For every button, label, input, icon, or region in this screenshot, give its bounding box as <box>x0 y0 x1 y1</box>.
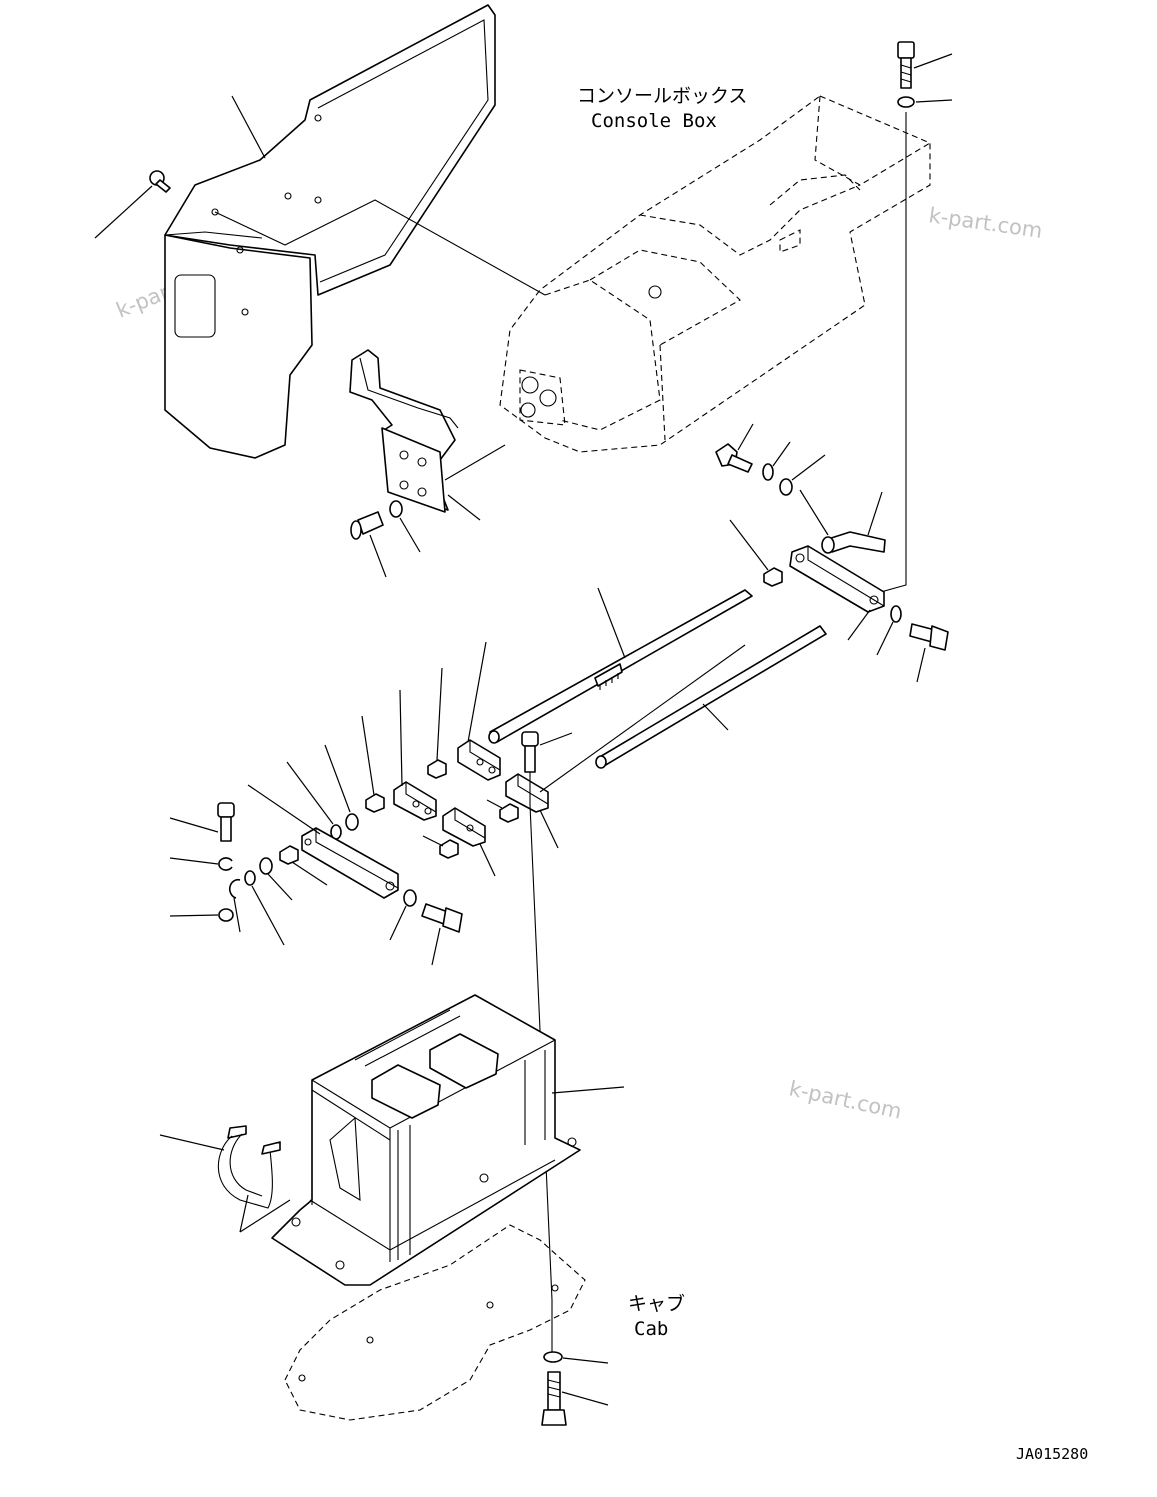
grab-handle <box>349 349 506 513</box>
upper-rod <box>488 589 753 744</box>
bottom-washer <box>543 1351 563 1363</box>
leader-snap-ring-1 <box>169 857 219 865</box>
leader-bottom-bolt <box>561 1391 609 1406</box>
lever-bar-left <box>301 827 399 899</box>
leader-bushing-mid-4 <box>422 835 444 847</box>
leader-hose-clip-split <box>239 1194 291 1233</box>
ring-right-1 <box>762 463 774 481</box>
top-washer <box>897 96 915 108</box>
side-cover-panel <box>164 4 546 459</box>
leader-washer-left-2 <box>251 885 285 946</box>
console-box-label-en: Console Box <box>591 110 717 132</box>
hose-clip <box>217 1125 281 1209</box>
leader-clamp-block-1 <box>467 641 487 743</box>
leader-socket-bolt-left <box>431 927 441 966</box>
socket-bolt-mid <box>521 731 539 773</box>
drawing-number: JA015280 <box>1016 1445 1088 1463</box>
leader-clip <box>94 185 153 239</box>
leader-cover <box>231 95 266 159</box>
leader-clamp-block-2 <box>539 809 559 849</box>
link-bar-right <box>789 545 885 613</box>
leader-bushing-left <box>291 861 328 886</box>
leader-top-bolt <box>913 53 953 69</box>
leader-top-washer <box>915 99 953 103</box>
cab-label-en: Cab <box>634 1318 668 1340</box>
washer-right <box>890 605 902 623</box>
handle-bolt <box>350 511 384 540</box>
leader-socket-bolt-mid <box>539 732 573 746</box>
clamp-block-4 <box>442 807 486 847</box>
leader-hose-clip <box>159 1134 225 1151</box>
leader-bent-pin <box>867 491 883 536</box>
washer-far-left <box>218 908 234 922</box>
leader-handle <box>447 494 481 521</box>
watermark-top-right: k-part.com <box>927 203 1044 243</box>
leader-washer-right <box>876 621 894 656</box>
leader-washer-far-left <box>169 914 219 917</box>
bushing-mid-3 <box>499 803 519 823</box>
leader-bottom-washer <box>562 1357 609 1364</box>
leader-ring-right-1 <box>772 441 791 467</box>
console-stand <box>271 994 581 1286</box>
leader-bushing-right <box>729 519 769 571</box>
bushing-mid-2 <box>365 793 385 813</box>
bushing-left <box>279 845 299 865</box>
console-box <box>499 95 931 453</box>
bottom-bolt <box>541 1371 567 1426</box>
top-bolt <box>897 41 915 89</box>
leader-washer-left-3 <box>389 905 407 941</box>
cab-label-jp: キャブ <box>628 1292 685 1315</box>
socket-bolt-far-left <box>217 802 235 842</box>
leader-link-bar-right <box>847 609 871 641</box>
clamp-block-1 <box>457 739 501 781</box>
leader-snap-ring-2 <box>233 897 241 933</box>
leader-handle-washer <box>399 517 421 553</box>
socket-bolt-right <box>909 623 949 651</box>
washer-left-2 <box>244 870 256 886</box>
leader-bushing-mid-2 <box>361 715 375 796</box>
ring-right-2 <box>779 478 793 496</box>
clip-fastener <box>149 170 171 193</box>
leader-clamp-block-3 <box>399 689 403 787</box>
leader-upper-rod <box>597 587 626 659</box>
leader-washer-left-1 <box>267 873 293 901</box>
washer-left-3 <box>403 889 417 907</box>
leader-lower-rod <box>702 703 729 731</box>
rod-connector-line <box>539 644 746 793</box>
leader-socket-bolt-far-left <box>169 817 219 833</box>
leader-bent-pin-link <box>799 489 829 536</box>
washer-left-1 <box>259 857 273 875</box>
leader-lever-bar-left <box>247 784 321 835</box>
leader-clamp-block-4 <box>479 843 496 877</box>
snap-ring-2 <box>228 878 241 899</box>
cab-floor <box>284 1224 586 1421</box>
bushing-mid-4 <box>439 839 459 859</box>
washer-mid-1 <box>345 813 359 831</box>
clamp-block-2 <box>505 773 549 813</box>
leader-bushing-mid-1 <box>436 667 443 761</box>
leader-hex-bolt-right <box>737 423 754 451</box>
snap-ring-1 <box>218 857 233 871</box>
handle-washer <box>389 500 403 518</box>
hex-bolt-right <box>715 443 753 473</box>
bushing-mid-1 <box>427 759 447 779</box>
chain-line-top <box>869 112 907 596</box>
leader-handle-bolt <box>369 534 387 578</box>
leader-console-stand <box>551 1086 625 1094</box>
lower-rod <box>595 625 827 769</box>
watermark-bottom-right: k-part.com <box>787 1076 904 1123</box>
console-box-label-jp: コンソールボックス <box>577 85 747 107</box>
clamp-block-3 <box>393 781 437 821</box>
bent-pin <box>821 531 886 554</box>
leader-washer-mid-1 <box>324 744 351 813</box>
socket-bolt-left <box>421 903 463 933</box>
leader-ring-right-2 <box>791 454 826 481</box>
leader-bushing-mid-3 <box>486 799 503 809</box>
leader-socket-bolt-right <box>916 647 926 683</box>
leader-ring-mid <box>286 761 334 825</box>
bushing-right <box>763 567 783 587</box>
